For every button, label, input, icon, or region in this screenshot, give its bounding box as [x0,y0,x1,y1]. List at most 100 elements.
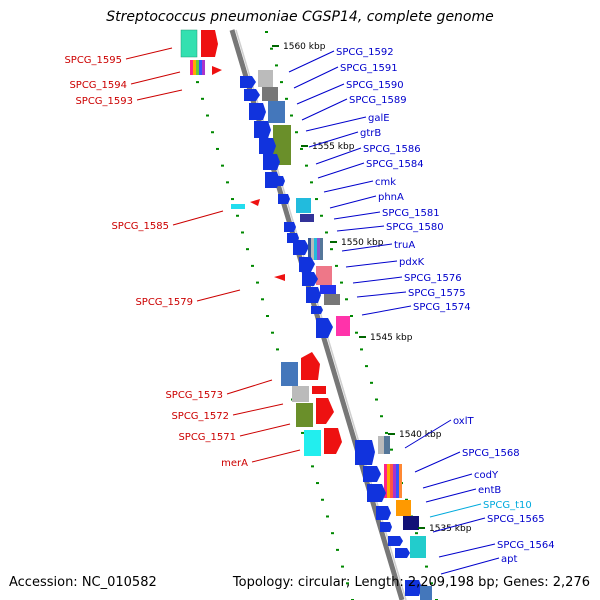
track-dot [256,281,259,284]
track-dot [370,381,373,384]
gene-label-apt[interactable]: apt [501,554,517,565]
feature-spcg-1574 [311,306,350,338]
gene-label-spcg-1585[interactable]: SPCG_1585 [111,221,169,232]
callout-line [414,451,461,473]
gene-label-spcg-1564[interactable]: SPCG_1564 [497,540,555,551]
track-dot [311,465,314,468]
gene-label-gtrb[interactable]: gtrB [360,128,381,139]
feature-spcg-1585 [231,199,260,209]
track-dot [385,431,388,434]
gene-label-trua[interactable]: truA [394,240,415,251]
track-dot [331,532,334,535]
callout-line [425,488,477,503]
gene-label-spcg-1590[interactable]: SPCG_1590 [346,80,404,91]
gene-label-spcg-1581[interactable]: SPCG_1581 [382,208,440,219]
feature-spcg-1593 [212,66,222,75]
feature-oxlt [355,436,390,465]
reverse-label-callouts: SPCG_1595SPCG_1594SPCG_1593SPCG_1585SPCG… [64,47,301,469]
gene-label-spcg-1572[interactable]: SPCG_1572 [171,411,229,422]
gene-label-gale[interactable]: galE [368,113,390,124]
track-dot [216,147,219,150]
gene-label-spcg-1586[interactable]: SPCG_1586 [363,144,421,155]
track-dot [251,264,254,267]
track-dot [201,97,204,100]
feature-spcg-1592 [258,70,273,87]
gene-label-spcg-1589[interactable]: SPCG_1589 [349,95,407,106]
gene-label-spcg-1573[interactable]: SPCG_1573 [165,390,223,401]
gene-label-spcg-1571[interactable]: SPCG_1571 [178,432,236,443]
gene-label-phna[interactable]: phnA [378,192,404,203]
track-dot [415,532,418,535]
feature-spcg-1565 [380,522,403,546]
gene-label-spcg-1593[interactable]: SPCG_1593 [75,96,133,107]
track-dot [346,582,349,585]
track-dot [305,164,308,167]
track-dot [276,348,279,351]
kbp-tick-label: 1550 kbp [341,238,384,248]
gene-label-spcg-1568[interactable]: SPCG_1568 [462,448,520,459]
gene-label-spcg-1576[interactable]: SPCG_1576 [404,273,462,284]
gene-label-oxlt[interactable]: oxlT [453,416,475,427]
feature-spcg-1590 [244,89,260,101]
gene-label-spcg-1579[interactable]: SPCG_1579 [135,297,193,308]
track-dot [336,548,339,551]
callout-line [341,243,393,252]
callout-line [226,379,273,395]
gene-label-spcg-1595[interactable]: SPCG_1595 [64,55,122,66]
gene-label-spcg-1574[interactable]: SPCG_1574 [413,302,471,313]
track-dot [390,448,393,451]
gene-label-mera[interactable]: merA [221,458,248,469]
track-dot [275,64,278,67]
callout-line [432,517,486,533]
track-dot [246,248,249,251]
track-dot [405,498,408,501]
gene-label-spcg-1594[interactable]: SPCG_1594 [69,80,127,91]
track-dot [211,131,214,134]
track-dot [196,81,199,84]
kbp-tick-label: 1535 kbp [429,524,472,534]
feature-spcg-1571 [296,398,334,427]
callout-line [136,89,183,101]
callout-line [422,473,473,489]
track-dot [295,131,298,134]
gene-label-spcg-1575[interactable]: SPCG_1575 [408,288,466,299]
track-dot [320,214,323,217]
callout-line [125,47,173,60]
accession-text: Accession: NC_010582 [9,575,157,590]
feature-cmk [273,176,285,186]
feature-mera [304,428,342,456]
gene-label-entb[interactable]: entB [478,485,501,496]
track-dot [375,398,378,401]
kbp-tick-label: 1560 kbp [283,42,326,52]
callout-line [345,260,398,268]
feature-spcg-1564 [395,536,426,558]
callout-line [301,98,348,121]
feature-spcg-1575 [306,287,340,305]
kbp-tick-label: 1555 kbp [312,142,355,152]
callout-line [323,180,374,193]
map-title: Streptococcus pneumoniae CGSP14, complet… [106,9,494,25]
callout-line [440,557,500,575]
topology-text: Topology: circular; Length: 2,209,198 bp… [232,575,590,590]
gene-label-pdxk[interactable]: pdxK [399,257,425,268]
gene-label-cody[interactable]: codY [474,470,499,481]
kbp-tick-label: 1545 kbp [370,333,413,343]
gene-label-spcg-1592[interactable]: SPCG_1592 [336,47,394,58]
gene-label-spcg-1580[interactable]: SPCG_1580 [386,222,444,233]
track-dot [280,81,283,84]
gene-label-spcg-1565[interactable]: SPCG_1565 [487,514,545,525]
callout-line [333,211,381,220]
gene-label-spcg-1584[interactable]: SPCG_1584 [366,159,424,170]
gene-label-spcg-1591[interactable]: SPCG_1591 [340,63,398,74]
track-dot [330,248,333,251]
gene-label-spcg-t10[interactable]: SPCG_t10 [483,500,532,511]
track-dot [261,298,264,301]
feature-spcg-1579 [274,274,285,281]
track-dot [425,565,428,568]
gene-label-cmk[interactable]: cmk [375,177,396,188]
feature-spcg-1586 [263,154,280,170]
callout-line [336,225,385,232]
